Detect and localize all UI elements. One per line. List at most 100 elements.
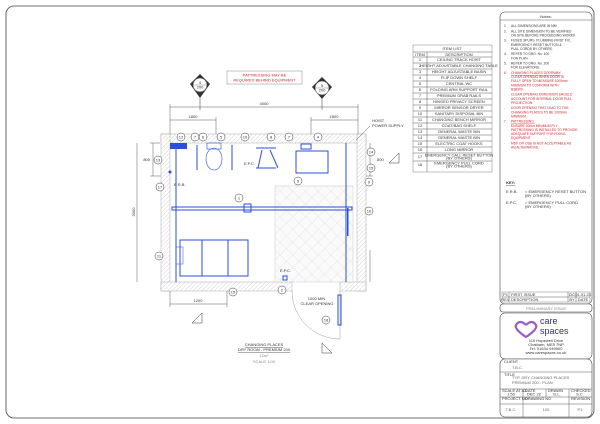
callout-circle [153, 155, 163, 165]
dim-right: 1800 [330, 114, 340, 119]
note-text: ALL DIMENSIONS ARE IN MM [511, 24, 557, 28]
date-value: DEC 22 [527, 392, 542, 397]
callout-circle [240, 132, 250, 142]
callout-number: 2 [281, 287, 284, 292]
company-name: spaces [540, 326, 569, 336]
door-rail [337, 294, 342, 326]
company-website: www.carespaces.co.uk [526, 350, 567, 355]
item-description: HINGED PRIVACY SCREEN [433, 99, 485, 104]
callout-circle [277, 285, 287, 295]
callout-number: 6 [202, 134, 205, 139]
item-number: 8 [419, 99, 422, 104]
note-text: REFER TO DRG. No. 200 [511, 62, 549, 66]
callout: 17 [155, 182, 165, 192]
client-label: CLIENT [504, 359, 519, 364]
callout: 7 [284, 132, 294, 142]
notes-list: 1.ALL DIMENSIONS ARE IN MM2.ALL SITE DIM… [504, 24, 578, 150]
changing-table [179, 239, 249, 277]
callout: 16 [364, 206, 374, 216]
erb-label: E.R.B. [174, 182, 186, 187]
item-description: CENTRAL WC [446, 81, 472, 86]
item-number: 10 [418, 111, 423, 116]
callout: 14 [366, 147, 376, 157]
item-number: 13 [418, 129, 423, 134]
hoist-label: POWER SUPPLY [372, 123, 404, 128]
note-text: AN ALTERNATIVE. [511, 146, 539, 150]
sheet-border [5, 5, 595, 419]
callout-circle [366, 163, 376, 173]
item-description: FLIP DOWN SHELF [441, 75, 478, 80]
cistern [206, 142, 222, 150]
note-text: MINIMUM. [511, 114, 527, 118]
callout-circle [176, 132, 186, 142]
company-address: 110 Hopewell Drive [529, 338, 564, 343]
dim-bottom: 1200 [194, 298, 204, 303]
revision-header: DESCRIPTION [511, 297, 538, 302]
drawing-title: DRY ROOM - PREMIUM 200 [238, 347, 291, 352]
note-line: PATTRESSING MAY BE [243, 73, 287, 78]
item-number: 16 [418, 147, 423, 152]
basin [295, 150, 329, 174]
note-number: 5. [504, 62, 507, 66]
elevation-ref: 200 [319, 88, 326, 93]
note-text: MDF OR OSB IS NOT ACCEPTABLE AS [511, 141, 572, 145]
scale-label: SCALE AT A3 [502, 388, 527, 393]
notes-title: Notes: [540, 14, 552, 19]
drawing-scale: SCALE 1:00 [253, 359, 276, 364]
item-description: GENERAL WASTE BIN [438, 129, 480, 134]
company-address: Chatham, ME5 7NP [528, 342, 564, 347]
room-walls [160, 133, 367, 292]
note-text: ACCOUNT FOR INTERNAL DOOR PULL [511, 97, 572, 101]
callout-number: 11 [157, 253, 162, 258]
door-label: 1000 MIN. [308, 296, 326, 301]
callout: 15 [228, 287, 238, 297]
elevation-marker-4: 4 200 [190, 74, 210, 110]
dim-height: 3000 [131, 207, 136, 217]
revision-header: BY [569, 297, 575, 302]
revision-header: DATE [578, 297, 589, 302]
callout-circle [284, 132, 294, 142]
item-description: LONG MIRROR [445, 147, 474, 152]
callout-circle [198, 132, 208, 142]
callout: 1 [234, 193, 244, 203]
turning-space [274, 185, 354, 283]
callout-number: 15 [369, 165, 374, 170]
note-text: ADEQUATE SUPPORT FOR FIXING [511, 132, 566, 136]
callout-number: 8 [270, 134, 273, 139]
item-description: EMERGENCY PULL CORD(BY OTHERS) [434, 160, 484, 168]
company-name: care [540, 316, 558, 326]
note-number: 6. [504, 71, 507, 75]
callout-circle [364, 177, 374, 187]
item-number: 4 [419, 75, 422, 80]
date-label: DATE [525, 388, 536, 393]
callout: 13 [153, 155, 163, 165]
col-desc: DESCRIPTION [445, 52, 472, 57]
callout-circle [366, 147, 376, 157]
callout: 9 [364, 177, 374, 187]
callout-number: 5 [220, 134, 223, 139]
dim-left-small: 800 [143, 157, 150, 162]
callout: 10 [240, 132, 250, 142]
note-text: CHANGING PLACES DOORWAY: [511, 71, 561, 75]
callout-circle [293, 176, 303, 186]
note-text: FULLY OPEN TO MEASURE 1000mm [511, 79, 568, 83]
note-number: 1. [504, 24, 507, 28]
item-number: 7 [419, 93, 422, 98]
callout: 15 [366, 163, 376, 173]
note-text: MINIMUM TO CONFORM WITH [511, 83, 559, 87]
revision-label: REVISION [571, 396, 590, 401]
item-description: CEILING TRACK HOIST [437, 57, 481, 62]
note-text: CHANGING PLACES TO BE 1000mm [511, 110, 567, 114]
dim-overall: 4000 [260, 101, 270, 106]
note-text: ENSURE 20mm MINIMUM PLY [511, 124, 558, 128]
callout-number: 16 [367, 208, 372, 213]
callout-circle [321, 315, 331, 325]
callout: 8 [266, 132, 276, 142]
item-number: 3 [419, 69, 422, 74]
note-text: DOOR OPENING THAT LEAD TO THE [511, 106, 569, 110]
item-description: FOLDING ARM SUPPORT RAIL [430, 87, 489, 92]
note-text: ALL SITE DIMENSION TO BE VERIFIED [511, 29, 572, 33]
checked-label: CHECKED [571, 388, 591, 393]
elevation-number: 4 [199, 80, 202, 85]
